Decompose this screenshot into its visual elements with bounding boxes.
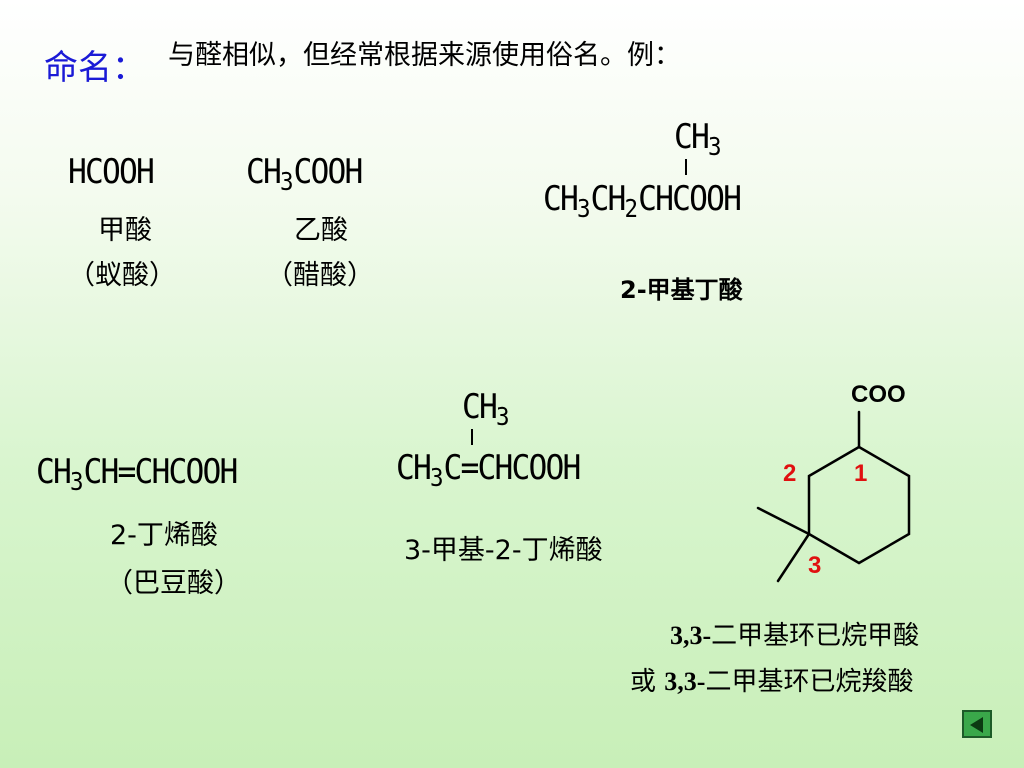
methylbutanoic-bond <box>685 159 687 175</box>
methylbutanoic-branch: CH3 <box>674 117 722 161</box>
methyl-bond-1 <box>756 506 811 536</box>
cyclohexane-alt-name: 或 3,3-二甲基环已烷羧酸 <box>630 667 914 697</box>
methylbutenoic-bond <box>471 429 473 445</box>
ring-number-2: 2 <box>783 460 797 487</box>
heading-text: 与醛相似，但经常根据来源使用俗名。例： <box>168 40 681 71</box>
ring-number-1: 1 <box>854 460 868 487</box>
butenoic-acid-name: 2-丁烯酸 <box>110 520 218 551</box>
formic-acid-formula: HCOOH <box>68 152 155 192</box>
methylbutenoic-name: 3-甲基-2-丁烯酸 <box>404 535 603 566</box>
carboxyl-group-label: COO <box>851 381 906 408</box>
methylbutenoic-branch: CH3 <box>462 387 510 431</box>
methylbutanoic-name: 2-甲基丁酸 <box>620 276 743 304</box>
back-arrow-icon <box>970 717 983 733</box>
cyclohexane-name: 3,3-二甲基环已烷甲酸 <box>670 621 920 651</box>
acetic-acid-common-name: （醋酸） <box>266 260 374 291</box>
butenoic-acid-common-name: （巴豆酸） <box>106 568 241 599</box>
methylbutanoic-formula: CH3CH2CHCOOH <box>543 179 742 223</box>
methyl-bond-2 <box>776 532 811 583</box>
cyclohexane-ring <box>807 445 911 565</box>
acetic-acid-formula: CH3COOH <box>246 152 363 196</box>
acetic-acid-name: 乙酸 <box>294 215 348 246</box>
heading-label: 命名： <box>44 48 146 88</box>
formic-acid-name: 甲酸 <box>98 215 152 246</box>
butenoic-acid-formula: CH3CH=CHCOOH <box>36 452 238 496</box>
back-button[interactable] <box>962 710 992 738</box>
methylbutenoic-formula: CH3C=CHCOOH <box>396 448 581 492</box>
ring-number-3: 3 <box>808 552 822 579</box>
formic-acid-common-name: （蚁酸） <box>68 260 176 291</box>
